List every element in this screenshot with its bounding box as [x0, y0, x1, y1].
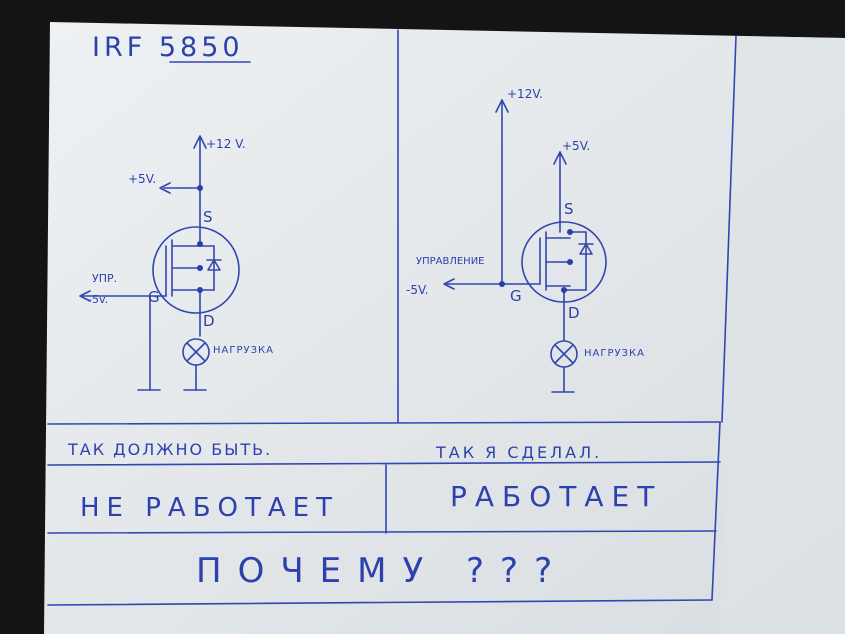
- right-drain-label: D: [568, 304, 580, 322]
- right-supply-label: +12V.: [507, 87, 543, 101]
- right-control-voltage: -5V.: [406, 283, 428, 297]
- right-gate-label: G: [510, 287, 522, 305]
- right-control-label: УПРАВЛЕНИЕ: [416, 256, 485, 267]
- left-source-label: S: [203, 208, 213, 226]
- left-branch-label: +5V.: [128, 172, 156, 186]
- right-source-supply-label: +5V.: [562, 139, 590, 153]
- left-load-label: НАГРУЗКА: [213, 345, 274, 356]
- left-control-label: УПР.: [92, 272, 117, 285]
- paper: [44, 22, 845, 634]
- left-gate-label: G: [148, 288, 160, 306]
- left-caption: ТАК ДОЛЖНО БЫТЬ.: [67, 440, 272, 459]
- left-control-voltage: -5v.: [88, 293, 108, 306]
- right-source-label: S: [564, 200, 574, 218]
- left-circuit: +12 V. +5V. S G D УПР. -5v. НАГРУЗКА: [79, 135, 274, 391]
- schematic-title: IRF 5850: [92, 32, 244, 63]
- right-status: РАБОТАЕТ: [450, 480, 662, 513]
- left-status: НЕ РАБОТАЕТ: [80, 493, 339, 523]
- frame-lines: [47, 29, 737, 606]
- left-drain-label: D: [203, 312, 215, 330]
- right-circuit: +12V. +5V. S G D УПРАВЛЕНИЕ -5V. НАГРУЗК…: [406, 87, 645, 393]
- left-supply-label: +12 V.: [206, 137, 246, 151]
- paper-edge: [720, 36, 845, 634]
- question-text: ПОЧЕМУ ???: [196, 551, 568, 591]
- right-caption: ТАК Я СДЕЛАЛ.: [435, 443, 602, 462]
- right-load-label: НАГРУЗКА: [584, 348, 645, 359]
